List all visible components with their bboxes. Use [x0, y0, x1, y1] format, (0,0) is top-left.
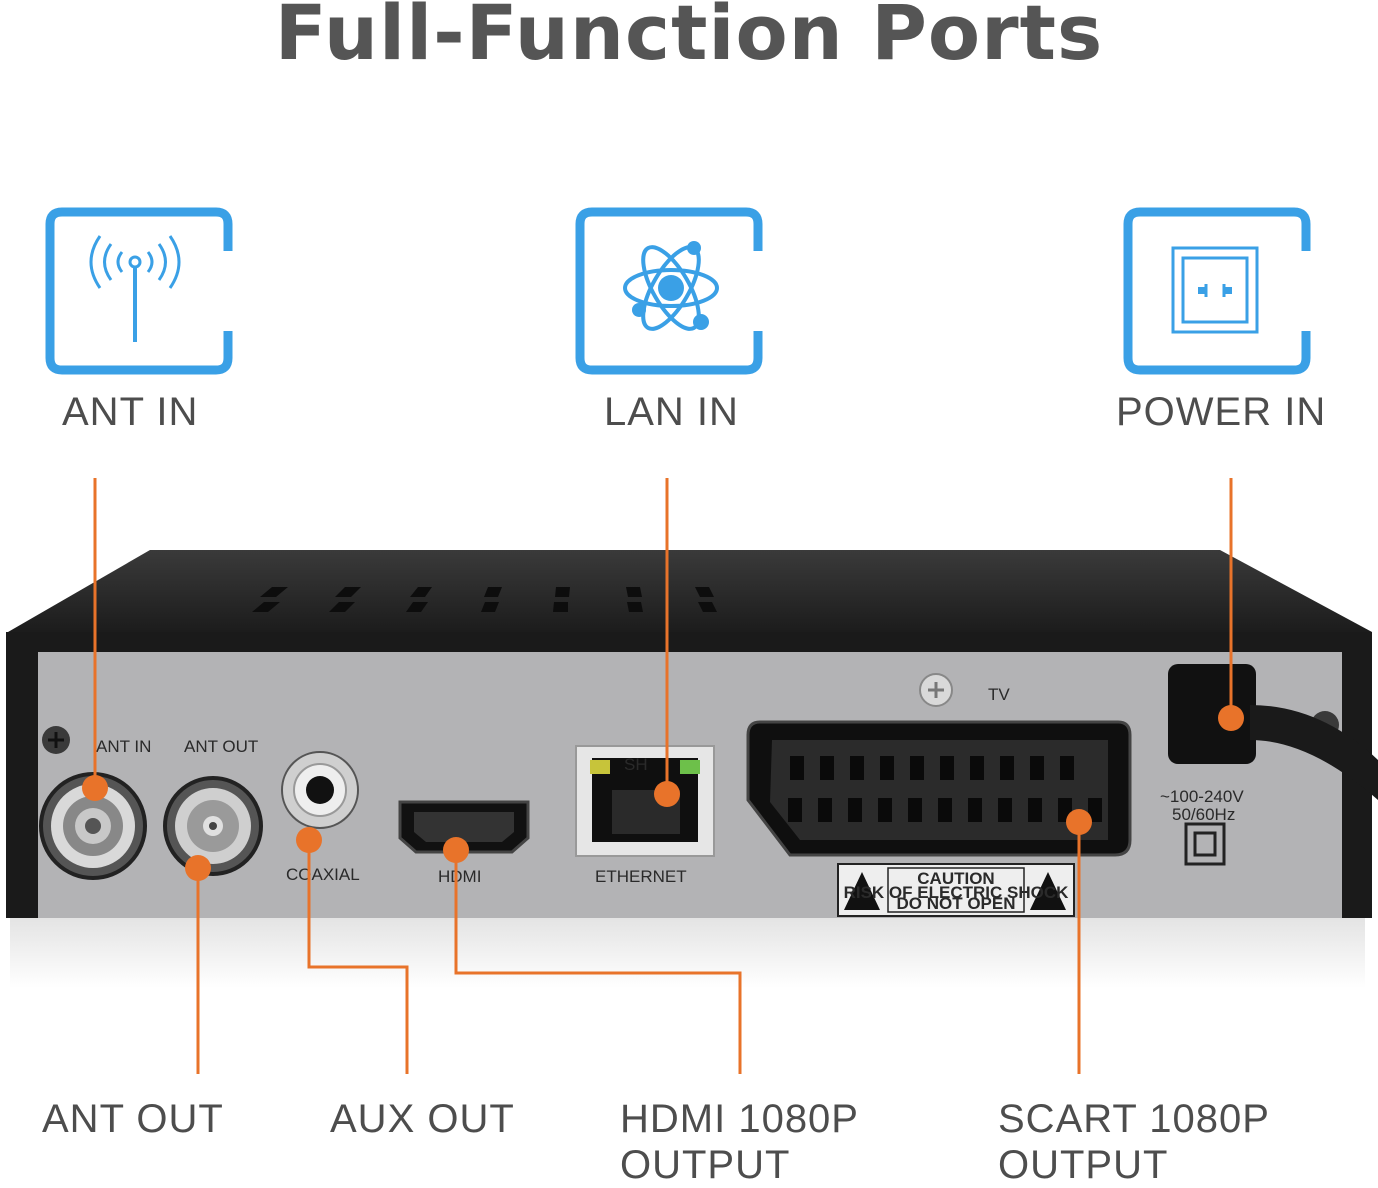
callout-dot-aux-out: [296, 827, 322, 853]
callout-dot-hdmi-out: [443, 837, 469, 863]
callout-line-hdmi-out: [454, 850, 742, 1074]
scart-pin: [998, 798, 1012, 822]
panel-label-tv: TV: [988, 685, 1010, 704]
page-title: Full-Function Ports: [274, 0, 1104, 77]
scart-pin: [790, 756, 804, 780]
callout-dot-lan-in: [654, 781, 680, 807]
scart-pin: [1028, 798, 1042, 822]
callout-line-aux-out: [307, 840, 409, 1074]
scart-pin: [818, 798, 832, 822]
scart-pin: [878, 798, 892, 822]
panel-label-coaxial: COAXIAL: [286, 865, 360, 884]
callout-dot-scart-out: [1066, 809, 1092, 835]
scart-pin: [850, 756, 864, 780]
output-label-hdmi: HDMI 1080P OUTPUT: [620, 1097, 859, 1187]
scart-pin: [908, 798, 922, 822]
caution-line2: DO NOT OPEN: [896, 894, 1015, 913]
scart-pin: [970, 756, 984, 780]
scart-pin: [1060, 756, 1074, 780]
scart-pin: [1000, 756, 1014, 780]
scart-pin: [820, 756, 834, 780]
caution-title: CAUTION: [917, 869, 994, 888]
panel-label-voltage: ~100-240V: [1160, 787, 1244, 806]
feature-label-power-in: POWER IN: [1116, 390, 1327, 434]
atom-icon: [575, 207, 763, 375]
panel-label-ethernet: ETHERNET: [595, 867, 687, 886]
scart-pin: [788, 798, 802, 822]
scart-pin: [940, 756, 954, 780]
callout-dot-ant-out: [185, 855, 211, 881]
feature-label-ant-in: ANT IN: [62, 390, 199, 434]
panel-label-sh: SH: [624, 755, 648, 774]
caution-line1: RISK OF ELECTRIC SHOCK: [844, 883, 1070, 902]
output-label-ant-out: ANT OUT: [42, 1097, 224, 1141]
scart-pin: [1030, 756, 1044, 780]
power-socket-icon: [1123, 207, 1311, 375]
scart-pin: [938, 798, 952, 822]
scart-pin: [880, 756, 894, 780]
panel-label-frequency: 50/60Hz: [1172, 805, 1235, 824]
callout-dot-power-in: [1218, 705, 1244, 731]
output-label-aux-out: AUX OUT: [330, 1097, 515, 1141]
scart-pin: [1088, 798, 1102, 822]
feature-label-lan-in: LAN IN: [604, 390, 739, 434]
scart-pin: [848, 798, 862, 822]
panel-label-hdmi: HDMI: [438, 867, 481, 886]
output-label-scart: SCART 1080P OUTPUT: [998, 1097, 1270, 1187]
scart-pin: [910, 756, 924, 780]
scart-pin: [968, 798, 982, 822]
panel-label-ant-in: ANT IN: [96, 737, 151, 756]
panel-label-ant-out: ANT OUT: [184, 737, 258, 756]
callout-dot-ant-in: [82, 775, 108, 801]
antenna-icon: [45, 207, 233, 375]
